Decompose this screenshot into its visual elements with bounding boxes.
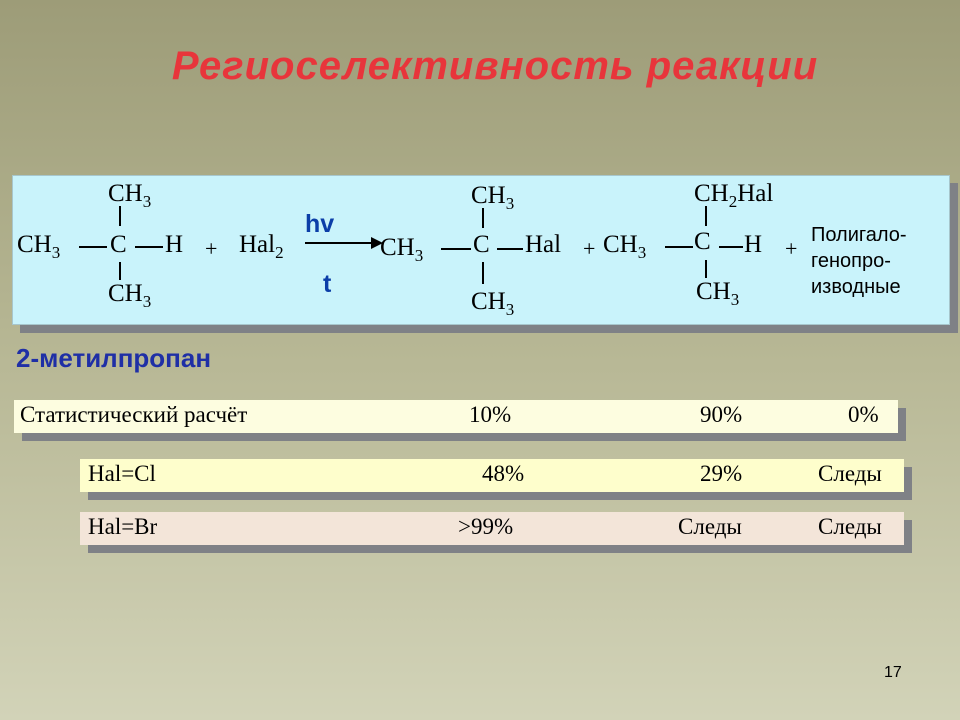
plus-sign: + <box>583 236 596 261</box>
reagent: Hal2 <box>239 231 284 262</box>
page-number: 17 <box>884 664 902 681</box>
other-products-line: Полигало- <box>811 224 907 246</box>
product1-bottom-group: CH3 <box>471 288 515 319</box>
bond <box>441 248 471 250</box>
result-row-chlorine: Hal=Cl 48% 29% Следы <box>80 459 904 492</box>
substrate-name: 2-метилпропан <box>16 343 212 373</box>
bond <box>119 206 121 226</box>
reaction-arrow <box>305 237 383 249</box>
row-value-poly: Следы <box>818 514 882 539</box>
product2-center: C <box>694 228 711 255</box>
bond <box>482 262 484 284</box>
row-label: Hal=Br <box>88 514 158 539</box>
reactant-right-group: H <box>165 231 184 258</box>
row-value-primary: Следы <box>678 514 742 539</box>
bond <box>482 208 484 228</box>
product2-left-group: CH3 <box>603 231 647 262</box>
reactant-center: C <box>110 231 127 258</box>
product2-top-group: CH2Hal <box>694 180 774 211</box>
bond <box>719 246 743 248</box>
bond <box>497 248 523 250</box>
bond <box>705 206 707 226</box>
row-label: Статистический расчёт <box>20 402 248 427</box>
bond <box>705 260 707 278</box>
row-value-primary: 29% <box>700 461 743 486</box>
row-value-tertiary: >99% <box>458 514 514 539</box>
plus-sign: + <box>205 236 218 261</box>
row-label: Hal=Cl <box>88 461 156 486</box>
row-value-tertiary: 48% <box>482 461 525 486</box>
row-value-poly: 0% <box>848 402 879 427</box>
bond <box>135 246 163 248</box>
slide-title: Региоселективность реакции <box>171 44 819 88</box>
bond <box>79 246 107 248</box>
reaction-scheme: CH3 CH3 C H CH3 + Hal2 hv t CH3 CH3 C Ha… <box>12 175 950 325</box>
row-value-tertiary: 10% <box>469 402 512 427</box>
product1-left-group: CH3 <box>380 234 424 265</box>
bond <box>665 246 693 248</box>
product2-right-group: H <box>744 231 763 258</box>
row-value-primary: 90% <box>700 402 743 427</box>
other-products-line: генопро- <box>811 250 891 272</box>
other-products-line: изводные <box>811 276 901 298</box>
reactant-bottom-group: CH3 <box>108 280 152 311</box>
row-value-poly: Следы <box>818 461 882 486</box>
reactant-left-group: CH3 <box>17 231 61 262</box>
condition-light: hv <box>305 210 335 238</box>
product1-center: C <box>473 231 490 258</box>
condition-temperature: t <box>323 270 332 298</box>
reactant-top-group: CH3 <box>108 180 152 211</box>
result-row-bromine: Hal=Br >99% Следы Следы <box>80 512 904 545</box>
bond <box>119 262 121 280</box>
product1-top-group: CH3 <box>471 182 515 213</box>
other-products: Полигало- генопро- изводные <box>811 222 907 300</box>
product1-right-group: Hal <box>525 231 562 258</box>
result-row-statistical: Статистический расчёт 10% 90% 0% <box>14 400 898 433</box>
plus-sign: + <box>785 236 798 261</box>
product2-bottom-group: CH3 <box>696 278 740 309</box>
